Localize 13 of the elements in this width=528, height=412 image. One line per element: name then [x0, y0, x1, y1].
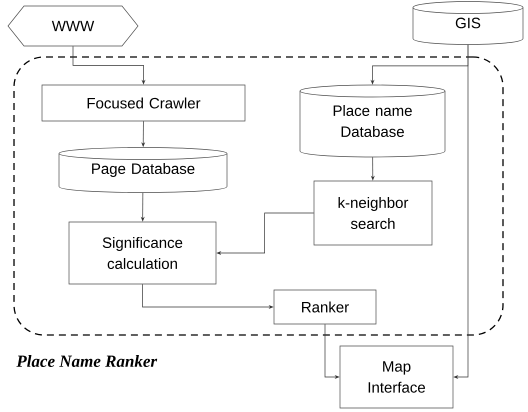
node-label: GIS — [456, 18, 480, 28]
database-cylinder: Page Database — [58, 147, 228, 193]
node-label: Page Database — [92, 163, 194, 177]
database-cylinder: GIS — [412, 1, 524, 45]
database-cylinder: Place name Database — [300, 84, 446, 158]
process-box: Map Interface — [340, 346, 454, 408]
process-box: Focused Crawler — [42, 84, 246, 122]
process-box: Ranker — [274, 290, 376, 324]
node-label: Place name Database — [334, 104, 412, 137]
node-label: Place Name Ranker — [16, 355, 158, 367]
process-box: k-neighbor search — [314, 180, 432, 246]
process-box: Significance calculation — [68, 222, 216, 284]
source-hexagon: WWW — [8, 6, 138, 46]
